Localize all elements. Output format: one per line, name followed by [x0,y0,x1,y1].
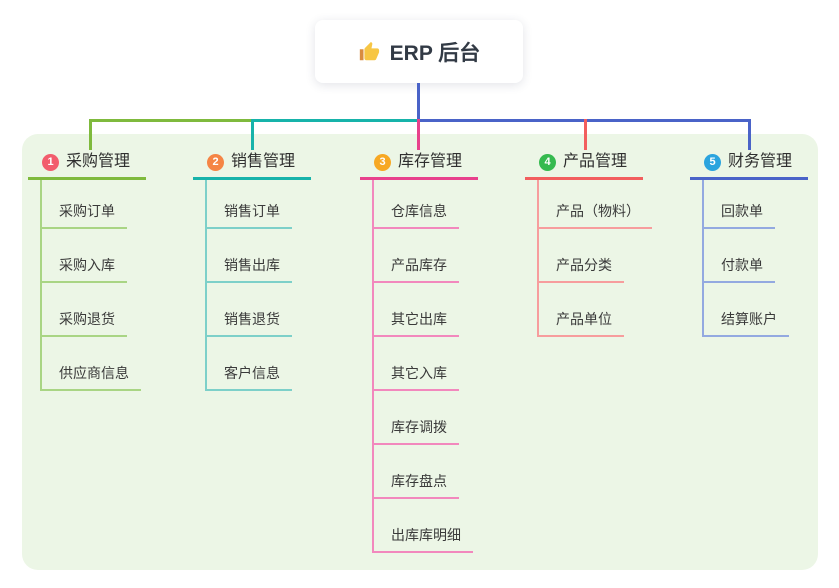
branch-product-management: 4 产品管理 产品（物料）产品分类产品单位 [525,150,652,337]
tree-node[interactable]: 付款单 [704,229,775,283]
branch-children: 销售订单销售出库销售退货客户信息 [205,180,292,391]
tree-node[interactable]: 客户信息 [207,337,292,391]
root-stem-line [417,83,420,122]
tree-node[interactable]: 采购订单 [42,180,127,229]
branch-children: 仓库信息产品库存其它出库其它入库库存调拨库存盘点出库库明细 [372,180,473,553]
tree-node[interactable]: 产品单位 [539,283,624,337]
branch-inventory-management: 3 库存管理 仓库信息产品库存其它出库其它入库库存调拨库存盘点出库库明细 [360,150,479,553]
branch-label: 财务管理 [728,153,793,170]
branch-children: 回款单付款单结算账户 [702,180,789,337]
branch-number-badge: 5 [704,153,721,171]
tree-node[interactable]: 销售出库 [207,229,292,283]
tree-node[interactable]: 结算账户 [704,283,789,337]
tree-node[interactable]: 采购退货 [42,283,127,337]
tree-node[interactable]: 销售退货 [207,283,292,337]
branch-drop-line-1 [89,119,92,150]
branch-node[interactable]: 1 采购管理 [28,150,147,180]
tree-node[interactable]: 销售订单 [207,180,292,229]
branch-number-badge: 2 [207,153,224,171]
branch-label: 销售管理 [231,153,296,170]
branch-node[interactable]: 5 财务管理 [690,150,809,180]
branch-purchase-management: 1 采购管理 采购订单采购入库采购退货供应商信息 [28,150,147,391]
branch-drop-line-3 [417,119,420,150]
tree-node[interactable]: 库存调拨 [374,391,459,445]
branch-sales-management: 2 销售管理 销售订单销售出库销售退货客户信息 [193,150,312,391]
bus-line-middle [251,119,417,122]
branch-number-badge: 4 [539,153,556,171]
tree-node[interactable]: 回款单 [704,180,775,229]
branch-node[interactable]: 3 库存管理 [360,150,479,180]
tree-node[interactable]: 其它入库 [374,337,459,391]
branch-label: 产品管理 [563,153,628,170]
branch-drop-line-5 [748,119,751,150]
root-node-label: ERP 后台 [389,41,481,65]
branch-finance-management: 5 财务管理 回款单付款单结算账户 [690,150,809,337]
branch-children: 采购订单采购入库采购退货供应商信息 [40,180,141,391]
branch-drop-line-4 [584,119,587,150]
branch-node[interactable]: 4 产品管理 [525,150,644,180]
tree-node[interactable]: 其它出库 [374,283,459,337]
tree-node[interactable]: 采购入库 [42,229,127,283]
branch-number-badge: 1 [42,153,59,171]
root-node-erp[interactable]: ERP 后台 [315,20,523,83]
tree-node[interactable]: 产品（物料） [539,180,652,229]
tree-node[interactable]: 出库库明细 [374,499,473,553]
thumbs-up-icon [358,41,380,63]
tree-node[interactable]: 供应商信息 [42,337,141,391]
branch-number-badge: 3 [374,153,391,171]
tree-node[interactable]: 库存盘点 [374,445,459,499]
branch-drop-line-2 [251,119,254,150]
branch-label: 采购管理 [66,153,131,170]
tree-node[interactable]: 产品库存 [374,229,459,283]
bus-line-left [89,119,251,122]
tree-node[interactable]: 产品分类 [539,229,624,283]
branch-children: 产品（物料）产品分类产品单位 [537,180,652,337]
branch-node[interactable]: 2 销售管理 [193,150,312,180]
tree-node[interactable]: 仓库信息 [374,180,459,229]
branch-label: 库存管理 [398,153,463,170]
